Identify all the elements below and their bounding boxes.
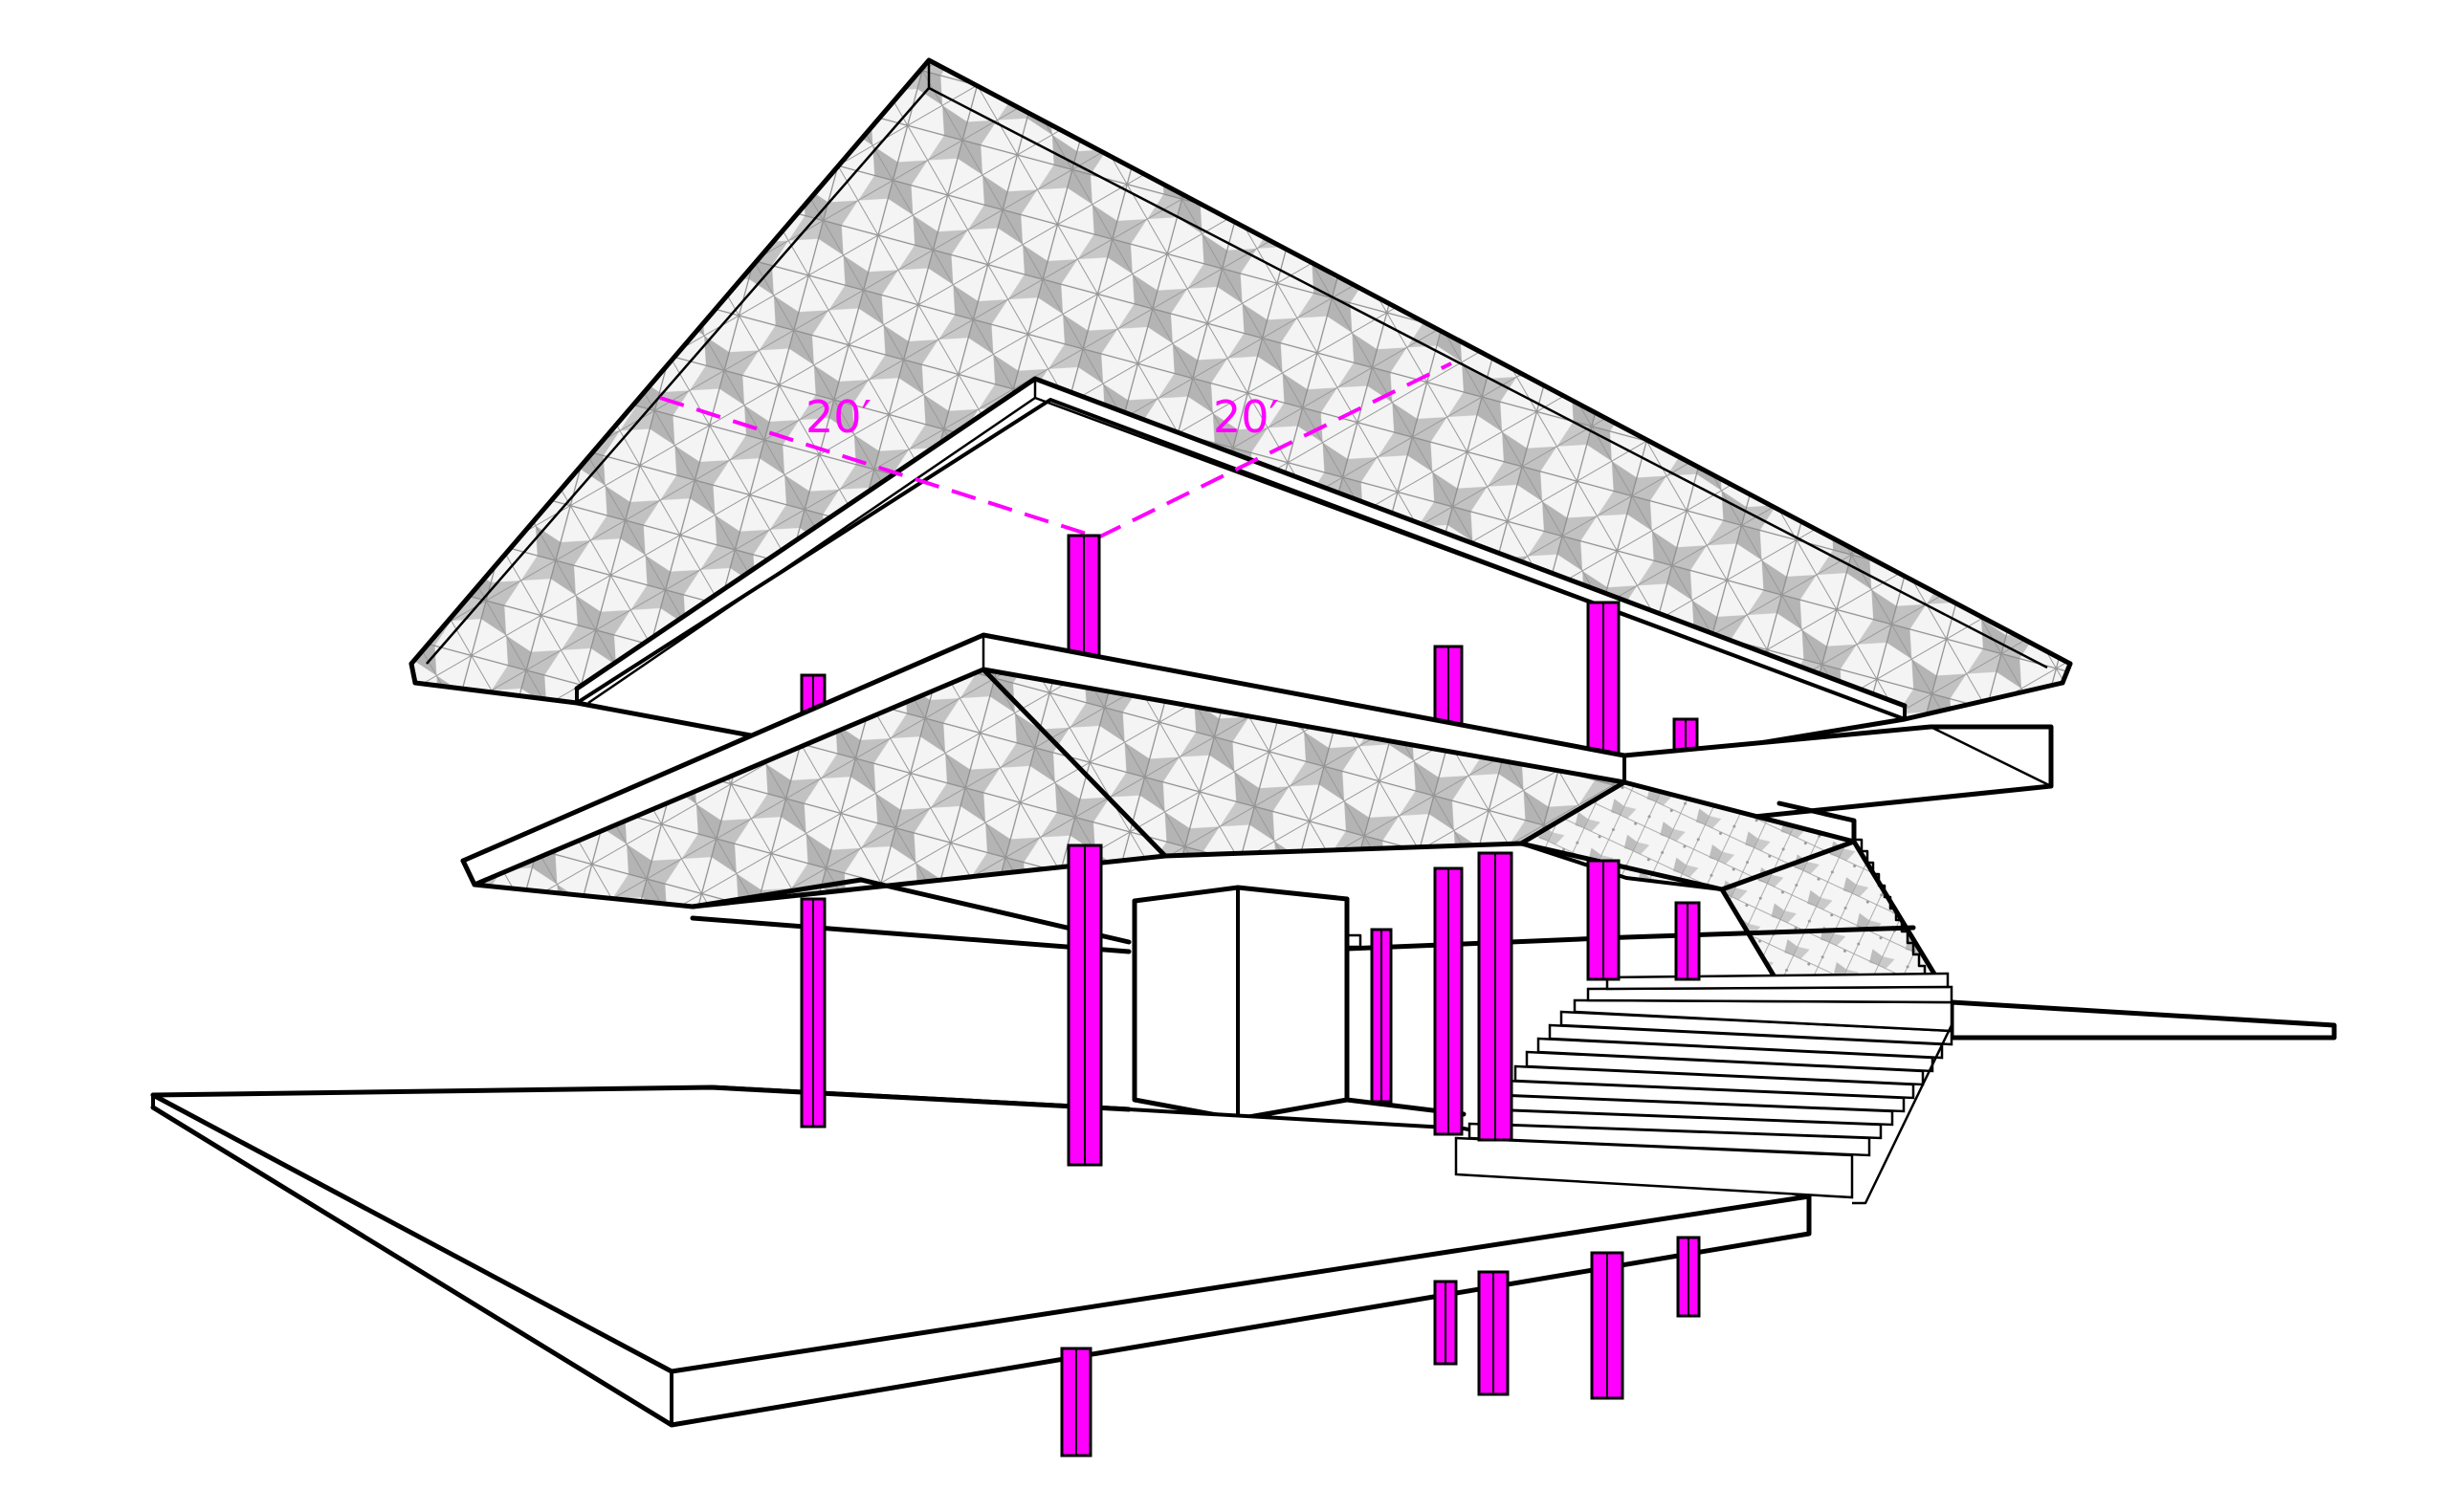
column-icon xyxy=(1433,1280,1458,1366)
column-icon xyxy=(1586,859,1621,981)
dim-label-left: 20′ xyxy=(805,391,871,443)
column-icon xyxy=(1370,928,1393,1104)
stair-stringer xyxy=(1852,1024,1953,1205)
column-icon xyxy=(1674,901,1701,981)
side-ramp xyxy=(1949,999,2337,1041)
column-icon xyxy=(1067,844,1103,1167)
column-icon xyxy=(1067,534,1101,662)
column-icon xyxy=(1060,1347,1092,1457)
dim-line-left xyxy=(659,396,1099,539)
core-left-face xyxy=(1133,886,1240,1121)
column-icon xyxy=(1586,601,1621,777)
column-icon xyxy=(1433,866,1464,1136)
staircase xyxy=(1454,972,1953,1205)
lower-columns xyxy=(800,844,1701,1167)
column-icon xyxy=(1477,851,1513,1142)
dimension-lines: 20′ 20′ xyxy=(659,362,1452,539)
core-right-face xyxy=(1236,886,1349,1121)
column-icon xyxy=(1590,1251,1624,1400)
foundation-piles xyxy=(1060,1236,1701,1457)
middle-slab xyxy=(460,632,2054,1007)
column-icon xyxy=(800,897,827,1129)
roof-soffit xyxy=(409,58,2072,721)
column-icon xyxy=(1676,1236,1701,1318)
column-icon xyxy=(1477,1270,1510,1396)
dim-label-right: 20′ xyxy=(1213,391,1279,443)
service-core xyxy=(1132,885,1362,1122)
stair-sawtooth-edge xyxy=(1856,838,1938,1000)
dim-line-right xyxy=(1097,362,1452,539)
ground-slab xyxy=(150,1085,1812,1428)
